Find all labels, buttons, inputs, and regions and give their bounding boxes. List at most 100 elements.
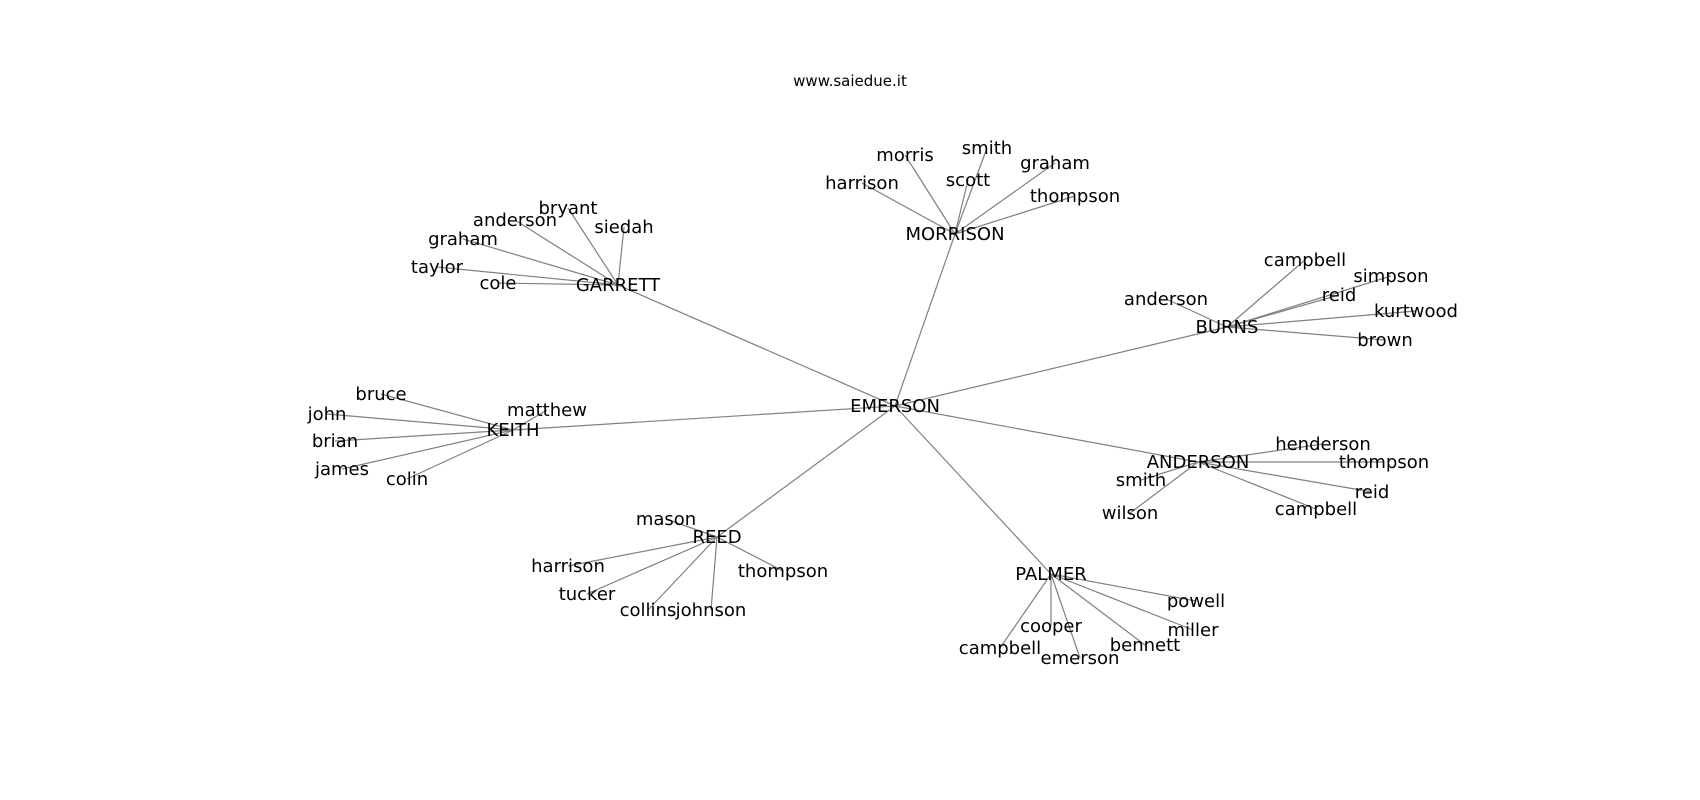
leaf-node-label: cooper — [1020, 616, 1082, 637]
leaf-node-label: powell — [1167, 591, 1225, 612]
edge-hub-to-leaf — [1226, 310, 1417, 328]
leaf-node-label: johnson — [675, 600, 747, 621]
edge-hub-to-leaf — [1050, 573, 1194, 631]
graph-edges — [326, 147, 1417, 659]
leaf-node-label: bennett — [1110, 635, 1181, 656]
edge-hub-to-leaf — [326, 413, 514, 431]
edge-hub-to-leaf — [716, 536, 784, 572]
leaf-node-label: harrison — [825, 173, 899, 194]
edge-hub-to-leaf — [567, 207, 619, 286]
edge-hub-to-leaf — [1226, 259, 1306, 328]
edge-hub-to-leaf — [1226, 326, 1386, 341]
leaf-node-label: campbell — [959, 638, 1041, 659]
leaf-node-label: reid — [1322, 285, 1357, 306]
leaf-node-label: campbell — [1275, 499, 1357, 520]
leaf-node-label: bryant — [539, 198, 598, 219]
graph-labels: EMERSON MORRISON morris smith graham harrison… — [307, 138, 1458, 669]
edge-hub-to-leaf — [1050, 573, 1197, 602]
edge-hub-to-leaf — [1050, 573, 1146, 646]
edge-root-to-hub — [512, 405, 896, 431]
hub-node-label: KEITH — [486, 420, 539, 441]
leaf-node-label: james — [314, 459, 369, 480]
leaf-node-label: smith — [962, 138, 1012, 159]
edge-hub-to-leaf — [334, 429, 514, 442]
leaf-node-label: thompson — [738, 561, 828, 582]
edge-hub-to-leaf — [954, 162, 1056, 235]
edge-root-to-hub — [617, 284, 896, 407]
leaf-node-label: colin — [386, 469, 428, 490]
edge-hub-to-leaf — [1197, 461, 1317, 510]
leaf-node-label: harrison — [531, 556, 605, 577]
hub-node-label: REED — [692, 527, 741, 548]
edge-hub-to-leaf — [1165, 298, 1228, 328]
leaf-node-label: brian — [312, 431, 358, 452]
edge-hub-to-leaf — [665, 518, 718, 538]
leaf-node-label: wilson — [1102, 503, 1159, 524]
root-node-label: EMERSON — [850, 396, 940, 417]
leaf-node-label: miller — [1167, 620, 1219, 641]
leaf-node-label: john — [307, 404, 347, 425]
edge-hub-to-leaf — [406, 429, 514, 480]
edge-hub-to-leaf — [647, 536, 718, 611]
leaf-node-label: collins — [620, 600, 677, 621]
leaf-node-label: siedah — [594, 217, 653, 238]
leaf-node-label: smith — [1116, 470, 1166, 491]
edge-hub-to-leaf — [1226, 294, 1340, 328]
edge-hub-to-leaf — [1129, 461, 1199, 514]
edge-hub-to-leaf — [617, 226, 625, 286]
edge-root-to-hub — [894, 405, 1199, 463]
edge-hub-to-leaf — [341, 429, 514, 470]
edge-hub-to-leaf — [1140, 461, 1199, 481]
leaf-node-label: morris — [876, 145, 933, 166]
edge-hub-to-leaf — [586, 536, 718, 595]
edge-hub-to-leaf — [567, 536, 718, 567]
page-title: www.saiedue.it — [793, 72, 907, 90]
hub-node-label: ANDERSON — [1147, 452, 1250, 473]
edge-hub-to-leaf — [1226, 275, 1392, 328]
edge-hub-to-leaf — [514, 219, 619, 286]
edge-hub-to-leaf — [497, 282, 619, 286]
leaf-node-label: graham — [428, 229, 498, 250]
edge-root-to-hub — [894, 326, 1228, 407]
leaf-node-label: cole — [480, 273, 517, 294]
edge-hub-to-leaf — [904, 154, 956, 235]
edge-hub-to-leaf — [861, 182, 956, 235]
edge-hub-to-leaf — [710, 536, 718, 611]
edge-hub-to-leaf — [999, 573, 1052, 649]
leaf-node-label: scott — [946, 170, 990, 191]
edge-hub-to-leaf — [1197, 461, 1373, 493]
leaf-node-label: emerson — [1041, 648, 1120, 669]
edge-hub-to-leaf — [954, 179, 969, 235]
edge-hub-to-leaf — [380, 393, 514, 431]
leaf-node-label: thompson — [1030, 186, 1120, 207]
edge-hub-to-leaf — [1197, 443, 1324, 463]
leaf-node-label: taylor — [411, 257, 464, 278]
hub-node-label: GARRETT — [576, 275, 661, 296]
leaf-node-label: thompson — [1339, 452, 1429, 473]
leaf-node-label: campbell — [1264, 250, 1346, 271]
leaf-node-label: bruce — [355, 384, 406, 405]
edge-root-to-hub — [716, 405, 896, 538]
edge-hub-to-leaf — [512, 409, 548, 431]
leaf-node-label: anderson — [1124, 289, 1208, 310]
leaf-node-label: reid — [1355, 482, 1390, 503]
leaf-node-label: graham — [1020, 153, 1090, 174]
leaf-node-label: anderson — [473, 210, 557, 231]
leaf-node-label: tucker — [559, 584, 616, 605]
hub-node-label: BURNS — [1196, 317, 1259, 338]
edge-root-to-hub — [894, 405, 1052, 575]
hub-node-label: MORRISON — [905, 224, 1004, 245]
leaf-node-label: henderson — [1275, 434, 1371, 455]
edge-hub-to-leaf — [954, 195, 1076, 235]
leaf-node-label: brown — [1357, 330, 1413, 351]
edge-root-to-hub — [894, 233, 956, 407]
leaf-node-label: mason — [636, 509, 696, 530]
edge-hub-to-leaf — [1050, 573, 1081, 659]
edge-hub-to-leaf — [436, 266, 619, 286]
leaf-node-label: matthew — [507, 400, 587, 421]
leaf-node-label: kurtwood — [1374, 301, 1458, 322]
hub-node-label: PALMER — [1015, 564, 1086, 585]
leaf-node-label: simpson — [1353, 266, 1428, 287]
edge-hub-to-leaf — [462, 238, 619, 286]
